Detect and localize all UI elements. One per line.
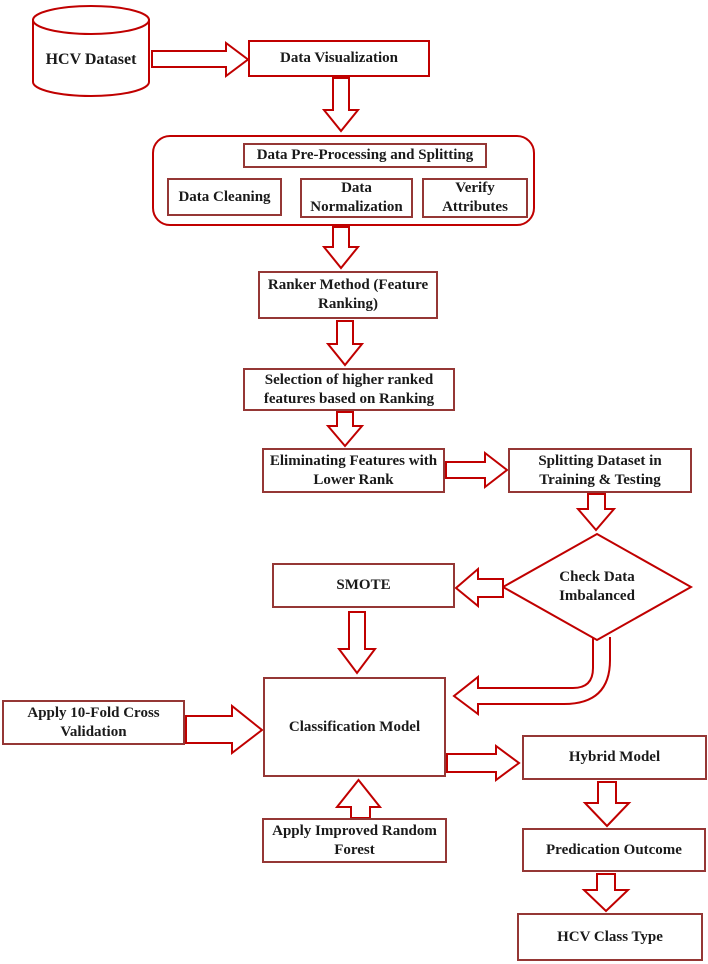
arrow-decision-to-smote (454, 566, 504, 609)
hcv-class-type-box: HCV Class Type (517, 913, 703, 961)
hybrid-model-box: Hybrid Model (522, 735, 707, 780)
verify-attributes-box: Verify Attributes (422, 178, 528, 218)
smote-box: SMOTE (272, 563, 455, 608)
arrow-dataset-to-visualization (151, 41, 250, 78)
database-cylinder-shape (32, 19, 150, 97)
arrow-crossvalidation-to-classification (185, 703, 264, 756)
data-visualization-box: Data Visualization (248, 40, 430, 77)
arrow-visualization-to-preprocessing (321, 77, 361, 133)
arrow-predication-to-hcvclass (581, 873, 631, 913)
arrow-hybrid-to-predication (582, 781, 632, 828)
data-cleaning-box: Data Cleaning (167, 178, 282, 216)
selection-higher-ranked-box: Selection of higher ranked features base… (243, 368, 455, 411)
splitting-dataset-box: Splitting Dataset in Training & Testing (508, 448, 692, 493)
preprocessing-title-box: Data Pre-Processing and Splitting (243, 143, 487, 168)
arrow-ranker-to-selection (325, 320, 365, 367)
decision-diamond-shape (500, 532, 694, 642)
ranker-method-box: Ranker Method (Feature Ranking) (258, 271, 438, 319)
check-data-imbalanced-label: Check Data Imbalanced (559, 569, 635, 604)
classification-model-box: Classification Model (263, 677, 446, 777)
arrow-eliminating-to-splitting (445, 450, 509, 490)
database-cylinder-top (32, 5, 150, 35)
arrow-classification-to-hybrid (446, 744, 521, 782)
arrow-selection-to-eliminating (325, 411, 365, 448)
apply-improved-rf-box: Apply Improved Random Forest (262, 818, 447, 863)
predication-outcome-box: Predication Outcome (522, 828, 706, 872)
apply-10-fold-cv-box: Apply 10-Fold Cross Validation (2, 700, 185, 745)
arrow-splitting-to-decision (575, 493, 617, 532)
arrow-decision-to-classification-elbow (452, 637, 611, 716)
data-normalization-box: Data Normalization (300, 178, 413, 218)
arrow-smote-to-classification (337, 611, 377, 675)
eliminating-features-box: Eliminating Features with Lower Rank (262, 448, 445, 493)
arrow-randomforest-to-classification (334, 778, 383, 819)
hcv-dataset-label: HCV Dataset (45, 50, 137, 68)
arrow-preprocessing-to-ranker (321, 226, 361, 270)
